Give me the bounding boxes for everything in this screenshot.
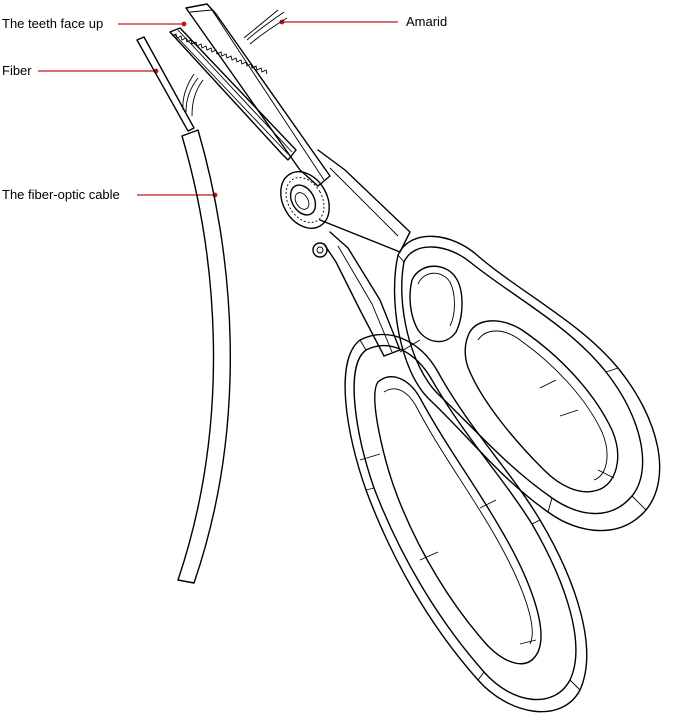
small-handle [393, 235, 661, 532]
bare-fiber [136, 36, 195, 132]
large-handle [344, 333, 588, 713]
blade-teeth [171, 33, 268, 75]
handle-shank [317, 149, 411, 357]
lower-blade [185, 3, 331, 187]
label-fiber: Fiber [2, 63, 32, 78]
label-amarid: Amarid [406, 14, 448, 29]
fiber-optic-cable [177, 129, 231, 584]
leader-teeth-dot [181, 21, 187, 27]
label-fiber-optic-cable: The fiber-optic cable [2, 187, 120, 202]
pivot-screw [280, 171, 330, 258]
label-teeth-face-up: The teeth face up [2, 16, 104, 31]
leader-lines [38, 19, 398, 198]
amarid-strands [182, 9, 288, 117]
